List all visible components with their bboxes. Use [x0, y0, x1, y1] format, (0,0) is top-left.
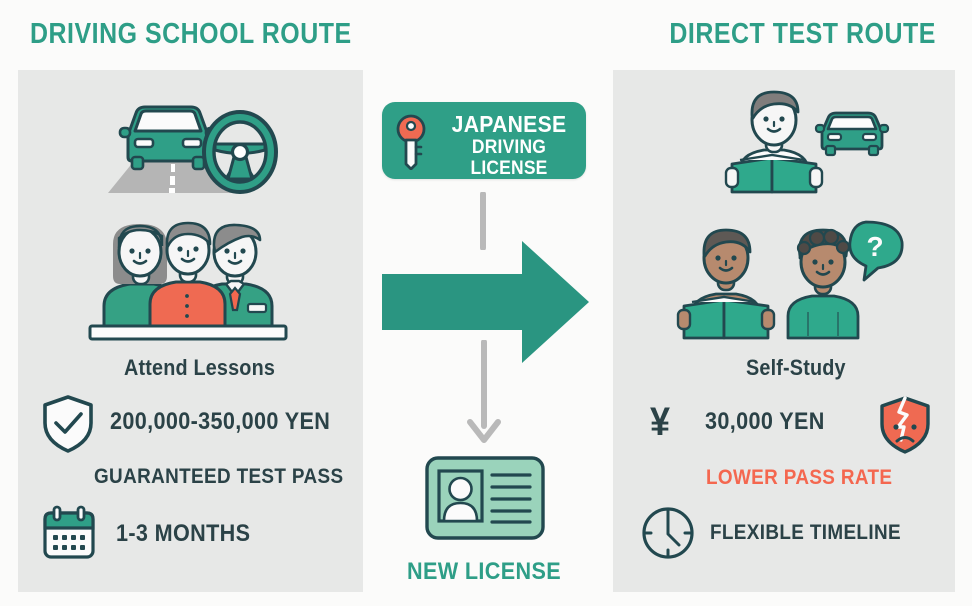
- car-steering-wheel-icon: [108, 105, 278, 194]
- badge-line-2: DRIVING LICENSE: [470, 136, 548, 180]
- car-with-steering-wheel-illustration: [88, 95, 284, 200]
- new-license-label: NEW LICENSE: [407, 558, 561, 585]
- left-row-label-3: 1-3 MONTHS: [116, 520, 251, 547]
- id-card-icon: [424, 455, 546, 546]
- right-row-label-0: Self-Study: [746, 355, 846, 380]
- svg-text:?: ?: [866, 231, 883, 262]
- badge-line-1: JAPANESE: [451, 111, 567, 137]
- shield-broken-icon: [877, 394, 933, 461]
- calendar-icon: [40, 505, 98, 566]
- driving-instructors-icon: [88, 221, 288, 341]
- reading-student-car-icon: [724, 90, 890, 194]
- three-instructors-illustration: [82, 218, 294, 349]
- yen-symbol-icon: ¥: [650, 400, 671, 444]
- badge-text: JAPANESE DRIVING LICENSE: [438, 111, 580, 180]
- right-row-label-3: FLEXIBLE TIMELINE: [710, 521, 901, 544]
- japanese-driving-license-badge[interactable]: JAPANESE DRIVING LICENSE: [382, 102, 586, 179]
- shield-check-icon: [40, 393, 96, 460]
- studying-students-icon: ?: [676, 220, 904, 340]
- down-arrow-connector: [466, 339, 502, 453]
- left-row-label-0: Attend Lessons: [124, 355, 276, 380]
- right-column-title: DIRECT TEST ROUTE: [669, 18, 936, 50]
- right-row-label-1: 30,000 YEN: [705, 408, 825, 435]
- right-arrow-icon: [380, 238, 592, 371]
- student-reading-with-car-illustration: [722, 82, 894, 199]
- left-row-label-1: 200,000-350,000 YEN: [110, 408, 331, 435]
- two-students-illustration: ?: [676, 218, 910, 349]
- clock-icon: [639, 504, 697, 567]
- left-row-label-2: GUARANTEED TEST PASS: [94, 465, 344, 488]
- vertical-connector-line: [478, 191, 488, 255]
- left-column-title: DRIVING SCHOOL ROUTE: [30, 18, 352, 50]
- key-icon: [394, 114, 428, 175]
- right-row-label-2: LOWER PASS RATE: [706, 466, 893, 489]
